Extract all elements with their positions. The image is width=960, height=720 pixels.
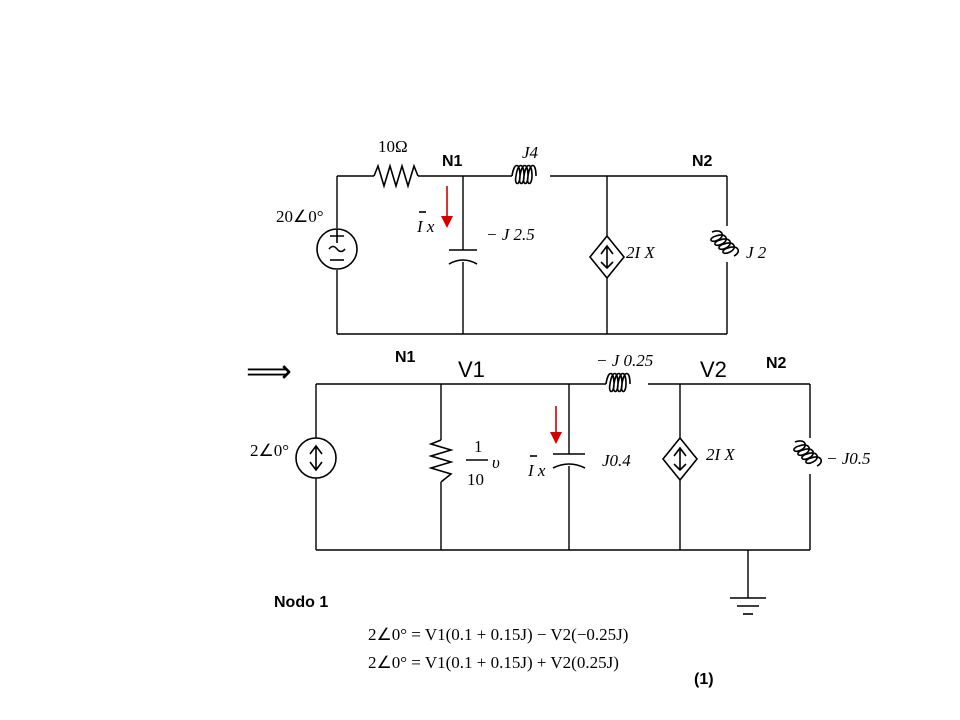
independent-current-source xyxy=(295,437,337,479)
ac-voltage-source xyxy=(316,228,358,270)
equation-number: (1) xyxy=(694,671,714,688)
conductance-resistor xyxy=(428,439,454,483)
conductance-unit: υ xyxy=(492,453,500,472)
inductor-right-bottom-label: − J0.5 xyxy=(826,449,871,468)
inductor-j4-label: J4 xyxy=(522,143,539,162)
ix-label-bottom: I x xyxy=(527,461,546,480)
capacitor-top xyxy=(448,249,478,265)
inductor-j2-label: J 2 xyxy=(746,243,767,262)
top-node1-label: N1 xyxy=(442,153,463,170)
implies-arrow: ⟹ xyxy=(246,353,292,389)
bottom-node2-label: N2 xyxy=(766,355,787,372)
equation-1: 2∠0° = V1(0.1 + 0.15J) − V2(−0.25J) xyxy=(368,625,628,644)
capacitor-bottom-label: J0.4 xyxy=(602,451,631,470)
ix-label-top: I x xyxy=(416,217,435,236)
v2-label: V2 xyxy=(700,357,727,382)
resistor-label: 10Ω xyxy=(378,137,408,156)
top-node2-label: N2 xyxy=(692,153,713,170)
conductance-denominator: 10 xyxy=(467,470,484,489)
dep-source-bottom-label: 2I X xyxy=(706,445,735,464)
bottom-node1-label: N1 xyxy=(395,349,416,366)
bottom-source-label: 2∠0° xyxy=(250,441,289,460)
equations-block: Nodo 1 2∠0° = V1(0.1 + 0.15J) − V2(−0.25… xyxy=(274,594,714,688)
inductor-right-bottom xyxy=(793,440,823,467)
inductor-series-bottom xyxy=(605,372,631,393)
dep-source-top-label: 2I X xyxy=(626,243,655,262)
top-circuit: 20∠0° 10Ω N1 N2 J4 − J 2.5 I x 2I X xyxy=(276,137,767,335)
ix-arrowhead-top xyxy=(441,216,453,228)
top-source-label: 20∠0° xyxy=(276,207,324,226)
inductor-j2 xyxy=(710,230,740,257)
ix-arrowhead-bottom xyxy=(550,432,562,444)
dependent-current-source-top xyxy=(588,234,626,280)
ground-icon xyxy=(730,597,766,615)
v1-label: V1 xyxy=(458,357,485,382)
resistor-10-ohm xyxy=(373,163,419,189)
dependent-current-source-bottom xyxy=(661,436,699,482)
conductance-numerator: 1 xyxy=(474,437,483,456)
equation-2: 2∠0° = V1(0.1 + 0.15J) + V2(0.25J) xyxy=(368,653,619,672)
capacitor-top-label: − J 2.5 xyxy=(486,225,535,244)
bottom-circuit: ⟹ N1 N2 V1 V2 2∠0° 1 10 υ xyxy=(246,349,871,615)
capacitor-bottom xyxy=(552,453,586,469)
series-element-label: − J 0.25 xyxy=(596,351,653,370)
inductor-j4 xyxy=(511,164,537,185)
nodo1-title: Nodo 1 xyxy=(274,594,328,611)
